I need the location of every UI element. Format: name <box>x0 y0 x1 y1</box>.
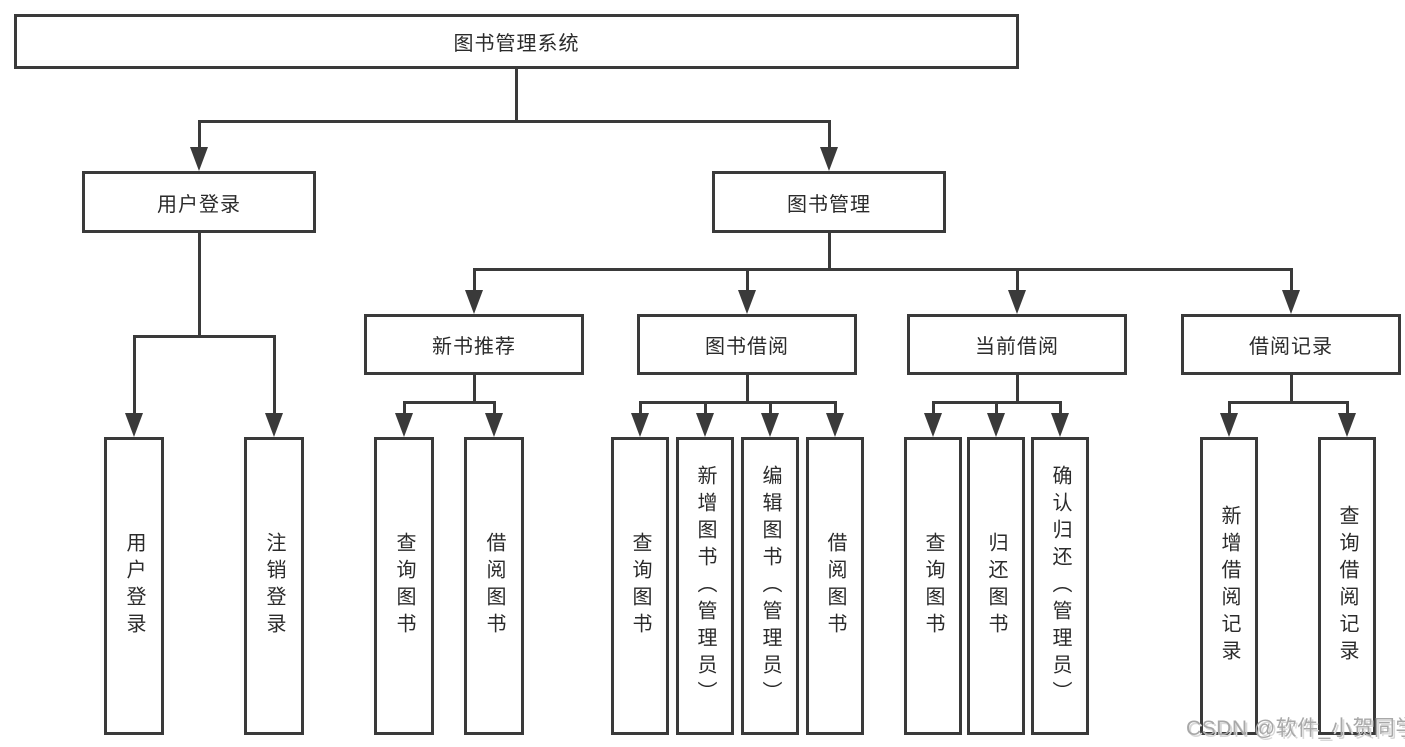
node-leaf-cb-return-book: 归还图书 <box>967 437 1025 735</box>
node-leaf-logout-label: 注销登录 <box>263 532 285 640</box>
connector-leaf-drop <box>932 401 935 421</box>
connector-leaf-drop <box>1228 401 1231 421</box>
node-leaf-cb-query-book: 查询图书 <box>904 437 962 735</box>
connector-leaf-drop <box>493 401 496 421</box>
node-user-login-label: 用户登录 <box>157 193 241 216</box>
connector-borrow-records-rail <box>1228 401 1349 404</box>
connector-book-mgmt-stem <box>828 233 831 270</box>
node-leaf-bb-edit-book-label: 编辑图书（管理员） <box>759 464 781 708</box>
connector-book-borrow-stem <box>746 375 749 404</box>
arrow-down-icon <box>826 413 844 437</box>
node-user-login: 用户登录 <box>82 171 316 233</box>
arrow-down-icon <box>924 413 942 437</box>
connector-level3-drop <box>1290 268 1293 296</box>
arrow-down-icon <box>987 413 1005 437</box>
node-leaf-cb-query-book-label: 查询图书 <box>922 532 944 640</box>
connector-book-borrow-rail <box>639 401 837 404</box>
arrow-down-icon <box>485 413 503 437</box>
connector-leaf-drop <box>273 335 276 420</box>
connector-level3-drop <box>746 268 749 296</box>
node-leaf-rec-borrow-book: 借阅图书 <box>464 437 524 735</box>
connector-leaf-drop <box>769 401 772 421</box>
node-new-book-rec-label: 新书推荐 <box>432 336 516 358</box>
arrow-down-icon <box>1008 290 1026 314</box>
arrow-down-icon <box>1282 290 1300 314</box>
node-book-borrow: 图书借阅 <box>637 314 857 375</box>
node-leaf-br-query-record-label: 查询借阅记录 <box>1336 505 1358 667</box>
node-borrow-records-label: 借阅记录 <box>1249 336 1333 358</box>
connector-leaf-drop <box>1346 401 1349 421</box>
node-leaf-user-login: 用户登录 <box>104 437 164 735</box>
node-leaf-cb-confirm-return-label: 确认归还（管理员） <box>1049 464 1071 708</box>
connector-leaf-drop <box>995 401 998 421</box>
connector-level3-rail <box>473 268 1293 271</box>
node-leaf-rec-query-book-label: 查询图书 <box>393 532 415 640</box>
node-current-borrow-label: 当前借阅 <box>975 336 1059 358</box>
connector-level3-drop <box>1016 268 1019 296</box>
node-leaf-cb-confirm-return: 确认归还（管理员） <box>1031 437 1089 735</box>
node-borrow-records: 借阅记录 <box>1181 314 1401 375</box>
node-root-label: 图书管理系统 <box>453 33 580 55</box>
node-book-mgmt-label: 图书管理 <box>787 193 871 216</box>
arrow-down-icon <box>190 147 208 171</box>
node-leaf-cb-return-book-label: 归还图书 <box>985 532 1007 640</box>
arrow-down-icon <box>1220 413 1238 437</box>
node-new-book-rec: 新书推荐 <box>364 314 584 375</box>
csdn-watermark: CSDN @软件_小贺同学 <box>1186 717 1405 740</box>
connector-level2-rail <box>198 120 831 123</box>
arrow-down-icon <box>125 413 143 437</box>
node-leaf-bb-borrow-book: 借阅图书 <box>806 437 864 735</box>
connector-new-book-rec-rail <box>403 401 495 404</box>
connector-book-mgmt-drop <box>828 120 831 152</box>
connector-leaf-drop <box>403 401 406 421</box>
node-leaf-br-add-record-label: 新增借阅记录 <box>1218 505 1240 667</box>
node-leaf-bb-borrow-book-label: 借阅图书 <box>824 532 846 640</box>
node-leaf-bb-query-book-label: 查询图书 <box>629 532 651 640</box>
connector-leaf-drop <box>834 401 837 421</box>
node-leaf-logout: 注销登录 <box>244 437 304 735</box>
node-current-borrow: 当前借阅 <box>907 314 1127 375</box>
arrow-down-icon <box>738 290 756 314</box>
arrow-down-icon <box>1051 413 1069 437</box>
arrow-down-icon <box>395 413 413 437</box>
node-leaf-user-login-label: 用户登录 <box>123 532 145 640</box>
arrow-down-icon <box>465 290 483 314</box>
connector-new-book-rec-stem <box>473 375 476 404</box>
connector-leaf-drop <box>704 401 707 421</box>
arrow-down-icon <box>265 413 283 437</box>
node-leaf-bb-query-book: 查询图书 <box>611 437 669 735</box>
node-leaf-rec-query-book: 查询图书 <box>374 437 434 735</box>
connector-user-login-drop <box>198 120 201 152</box>
node-book-borrow-label: 图书借阅 <box>705 336 789 358</box>
arrow-down-icon <box>820 147 838 171</box>
node-leaf-rec-borrow-book-label: 借阅图书 <box>483 532 505 640</box>
node-leaf-bb-edit-book: 编辑图书（管理员） <box>741 437 799 735</box>
arrow-down-icon <box>631 413 649 437</box>
arrow-down-icon <box>761 413 779 437</box>
arrow-down-icon <box>696 413 714 437</box>
connector-borrow-records-stem <box>1290 375 1293 404</box>
connector-user-login-stem <box>198 233 201 337</box>
connector-user-login-rail <box>133 335 276 338</box>
connector-leaf-drop <box>639 401 642 421</box>
arrow-down-icon <box>1338 413 1356 437</box>
connector-leaf-drop <box>1059 401 1062 421</box>
node-leaf-bb-add-book-label: 新增图书（管理员） <box>694 464 716 708</box>
node-leaf-br-query-record: 查询借阅记录 <box>1318 437 1376 735</box>
node-book-mgmt: 图书管理 <box>712 171 946 233</box>
connector-leaf-drop <box>133 335 136 420</box>
connector-current-borrow-stem <box>1016 375 1019 404</box>
node-leaf-br-add-record: 新增借阅记录 <box>1200 437 1258 735</box>
node-root: 图书管理系统 <box>14 14 1019 69</box>
connector-level3-drop <box>473 268 476 296</box>
node-leaf-bb-add-book: 新增图书（管理员） <box>676 437 734 735</box>
connector-root-stem <box>515 68 518 122</box>
